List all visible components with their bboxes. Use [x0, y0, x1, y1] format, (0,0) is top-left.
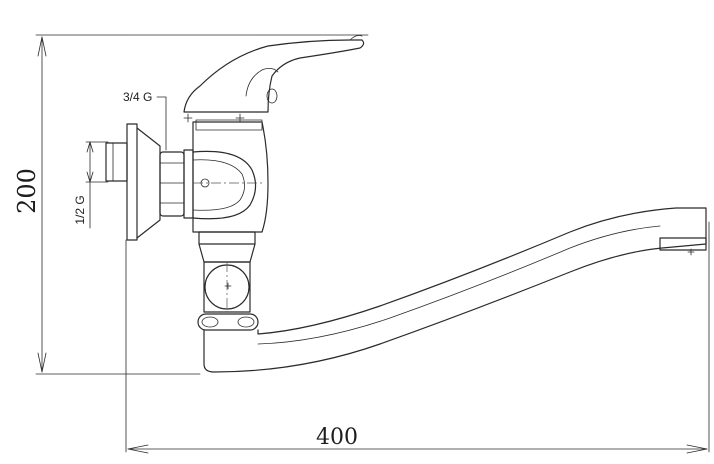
body-outline [192, 121, 269, 233]
ring-lobe-left [201, 316, 219, 328]
pipe-thread-label: 1/2 G [73, 195, 87, 224]
mark-3 [224, 282, 232, 290]
handle-outline [183, 39, 365, 113]
lower-body [197, 231, 259, 331]
handle-cap [266, 88, 278, 104]
body-cartridge-bulge [192, 150, 257, 220]
height-dimension-label: 200 [13, 168, 41, 214]
pipe-callout-arrow-bottom [86, 171, 94, 183]
pipe-stub [105, 142, 128, 182]
flange-plate [126, 123, 138, 241]
flange-cone [136, 127, 161, 239]
nut-body [159, 151, 185, 217]
nut-collar [183, 149, 194, 219]
width-dimension: 400 [125, 221, 710, 454]
width-arrow-right [686, 444, 708, 454]
spout-outline [203, 207, 707, 373]
height-arrow-top [37, 36, 47, 57]
wall-flange [105, 123, 161, 241]
inlet-thread-callout: 3/4 G [123, 90, 167, 151]
height-arrow-bottom [37, 352, 47, 373]
lever-handle [183, 35, 365, 113]
handle-tip [349, 35, 363, 41]
width-dimension-label: 400 [316, 425, 358, 450]
union-nut [159, 149, 194, 219]
body-inner-curve [192, 159, 245, 211]
ring-lobe-right [237, 316, 255, 328]
width-arrow-left [127, 444, 149, 454]
swivel-ring [197, 313, 259, 331]
construction-marks [183, 113, 695, 290]
mark-4 [687, 248, 695, 256]
inlet-thread-label: 3/4 G [123, 90, 152, 104]
pipe-thread-callout: 1/2 G [73, 141, 109, 229]
mark-1 [183, 113, 193, 123]
inlet-callout-leader [156, 96, 167, 151]
pipe-callout-arrow-top [86, 141, 94, 153]
mixer-body [192, 119, 269, 233]
spout [203, 207, 707, 373]
height-dimension: 200 [13, 34, 369, 375]
spout-centerline [257, 225, 661, 345]
aerator [659, 237, 707, 251]
lower-collar [198, 231, 256, 245]
lower-taper [198, 243, 256, 263]
mark-2 [235, 113, 245, 123]
handle-inner-line [245, 68, 279, 97]
